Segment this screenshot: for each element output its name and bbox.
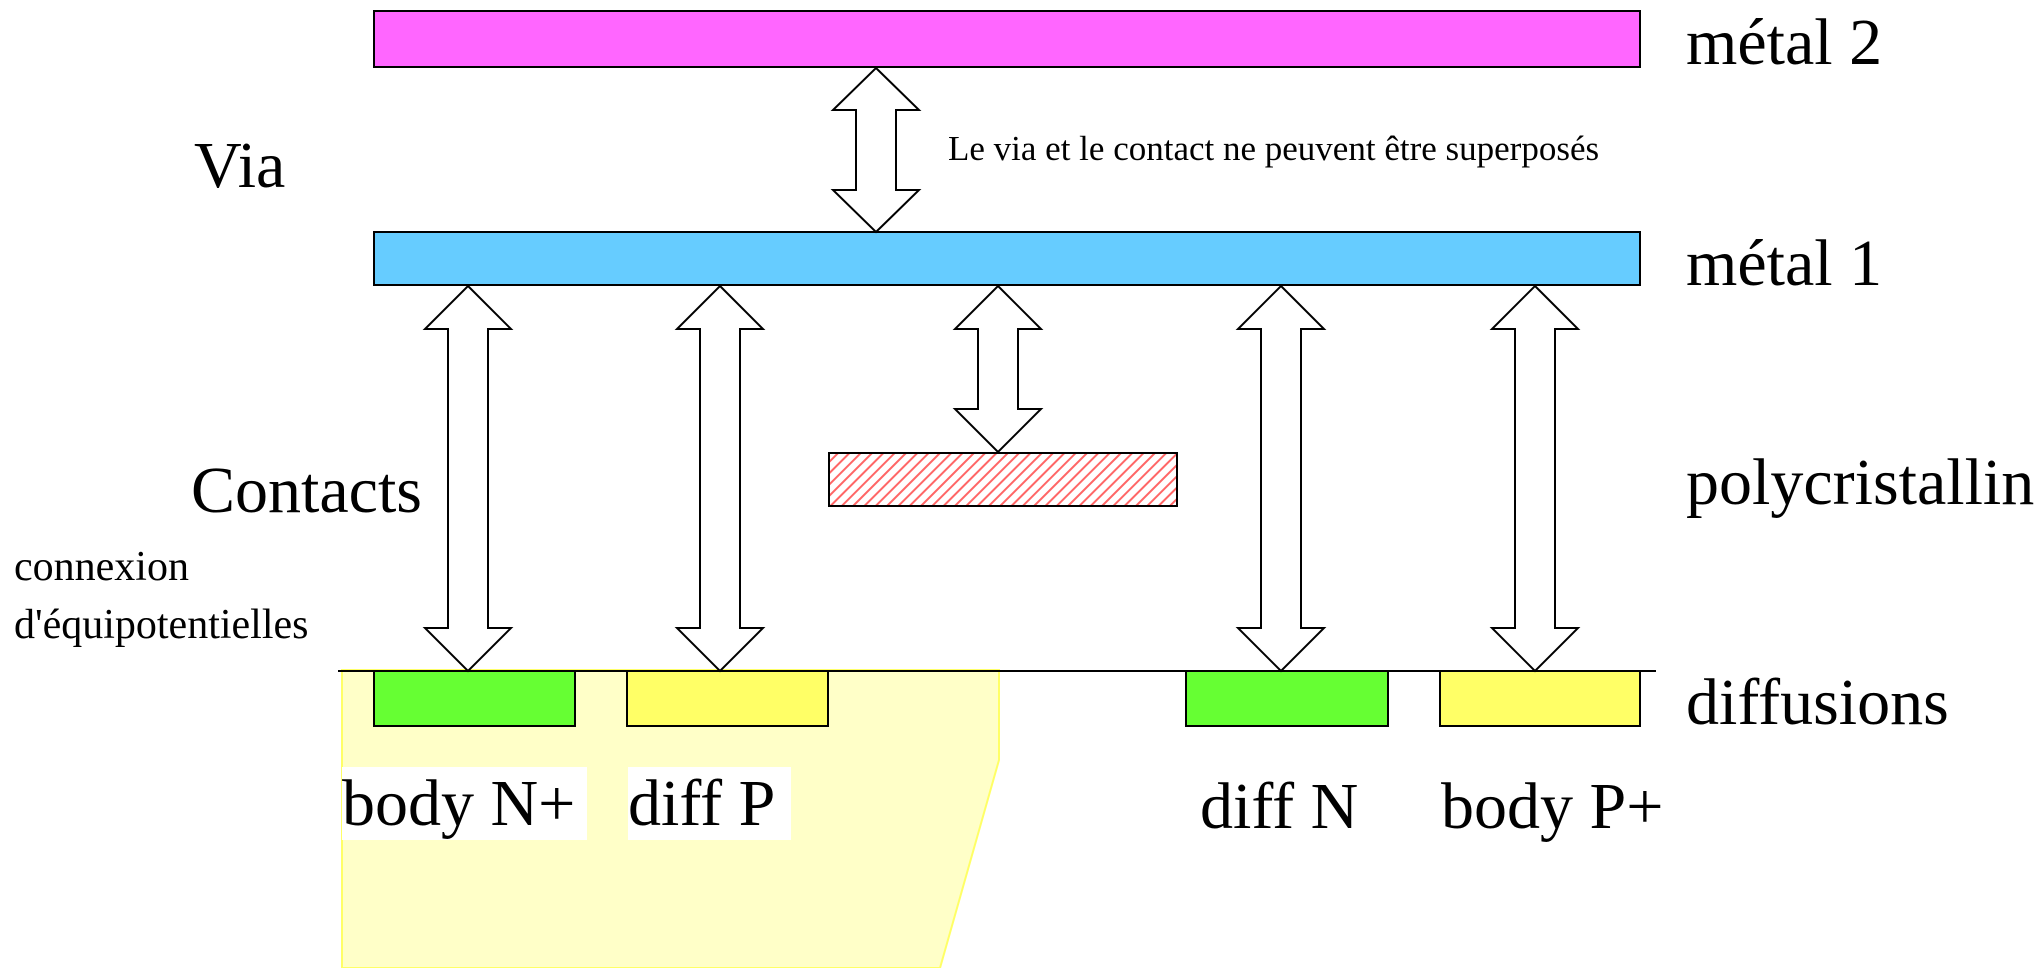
metal1-label: métal 1 [1686,227,1883,300]
connexion-line-2: d'équipotentielles [14,602,309,648]
contact-arrow-poly [952,284,1044,454]
connexion-label: connexion d'équipotentielles [14,538,309,654]
contact-arrow-diff-p [674,284,766,673]
superposition-note: Le via et le contact ne peuvent être sup… [948,129,1600,168]
diff-n-box [1185,670,1389,727]
metal2-label: métal 2 [1686,6,1883,79]
diff-body-n-box [373,670,576,727]
poly-label: polycristallin [1686,446,2035,519]
diff-body-p-box [1439,670,1641,727]
poly-layer [828,452,1178,507]
connexion-line-1: connexion [14,544,189,590]
diff-p-label: diff P [628,767,792,840]
via-arrow [830,66,922,234]
contact-arrow-diff-n [1235,284,1327,673]
diff-p-box [626,670,829,727]
via-label: Via [194,129,286,202]
body-p-label: body P+ [1441,770,1664,843]
metal2-layer [373,10,1641,68]
contacts-label: Contacts [191,454,422,527]
diff-n-label: diff N [1200,770,1359,843]
contact-arrow-body-p [1489,284,1581,673]
body-n-label: body N+ [342,767,588,840]
contact-arrow-body-n [422,284,514,673]
diffusions-label: diffusions [1686,666,1949,739]
metal1-layer [373,231,1641,286]
